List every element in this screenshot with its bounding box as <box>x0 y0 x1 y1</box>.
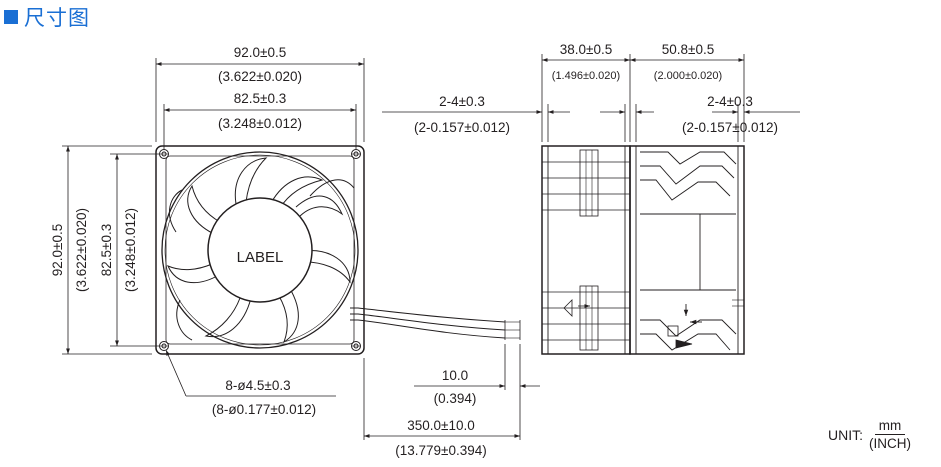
v-hole-pitch-in-label: (3.248±0.012) <box>123 208 138 292</box>
lead-wires <box>350 307 521 340</box>
strip-in-label: (0.394) <box>434 391 477 406</box>
unit-denominator: (INCH) <box>869 436 911 451</box>
heading-title: 尺寸图 <box>24 6 90 30</box>
strip-mm-label: 10.0 <box>442 368 468 383</box>
unit-numerator: mm <box>874 418 906 435</box>
flange-left-mm-label: 2-4±0.3 <box>439 94 485 109</box>
height-mm-label: 92.0±0.5 <box>50 224 65 276</box>
unit-fraction: mm (INCH) <box>869 418 911 451</box>
holes-mm-label: 8-ø4.5±0.3 <box>225 378 290 393</box>
depth-left-mm-label: 38.0±0.5 <box>560 42 612 57</box>
depth-right-in-label: (2.000±0.020) <box>654 70 722 82</box>
height-in-label: (3.622±0.020) <box>74 208 89 292</box>
unit-prefix: UNIT: <box>828 426 863 443</box>
hole-pitch-mm-label: 82.5±0.3 <box>234 91 286 106</box>
wire-length-in-label: (13.779±0.394) <box>395 443 486 458</box>
fan-side-view <box>382 54 800 355</box>
front-dimension-lines <box>62 58 540 440</box>
flange-right-in-label: (2-0.157±0.012) <box>682 120 778 135</box>
fan-label-text: LABEL <box>237 249 284 266</box>
hole-pitch-in-label: (3.248±0.012) <box>218 116 302 131</box>
depth-left-in-label: (1.496±0.020) <box>552 70 620 82</box>
unit-legend: UNIT: mm (INCH) <box>828 418 911 451</box>
holes-in-label: (8-ø0.177±0.012) <box>212 402 316 417</box>
v-hole-pitch-mm-label: 82.5±0.3 <box>99 224 114 276</box>
width-in-label: (3.622±0.020) <box>218 69 302 84</box>
flange-right-mm-label: 2-4±0.3 <box>707 94 753 109</box>
width-mm-label: 92.0±0.5 <box>234 45 286 60</box>
fan-front-view <box>155 145 365 355</box>
wire-length-mm-label: 350.0±10.0 <box>407 418 474 433</box>
section-heading: 尺寸图 <box>4 4 90 30</box>
depth-right-mm-label: 50.8±0.5 <box>662 42 714 57</box>
heading-square-icon <box>4 10 18 24</box>
flange-left-in-label: (2-0.157±0.012) <box>414 120 510 135</box>
